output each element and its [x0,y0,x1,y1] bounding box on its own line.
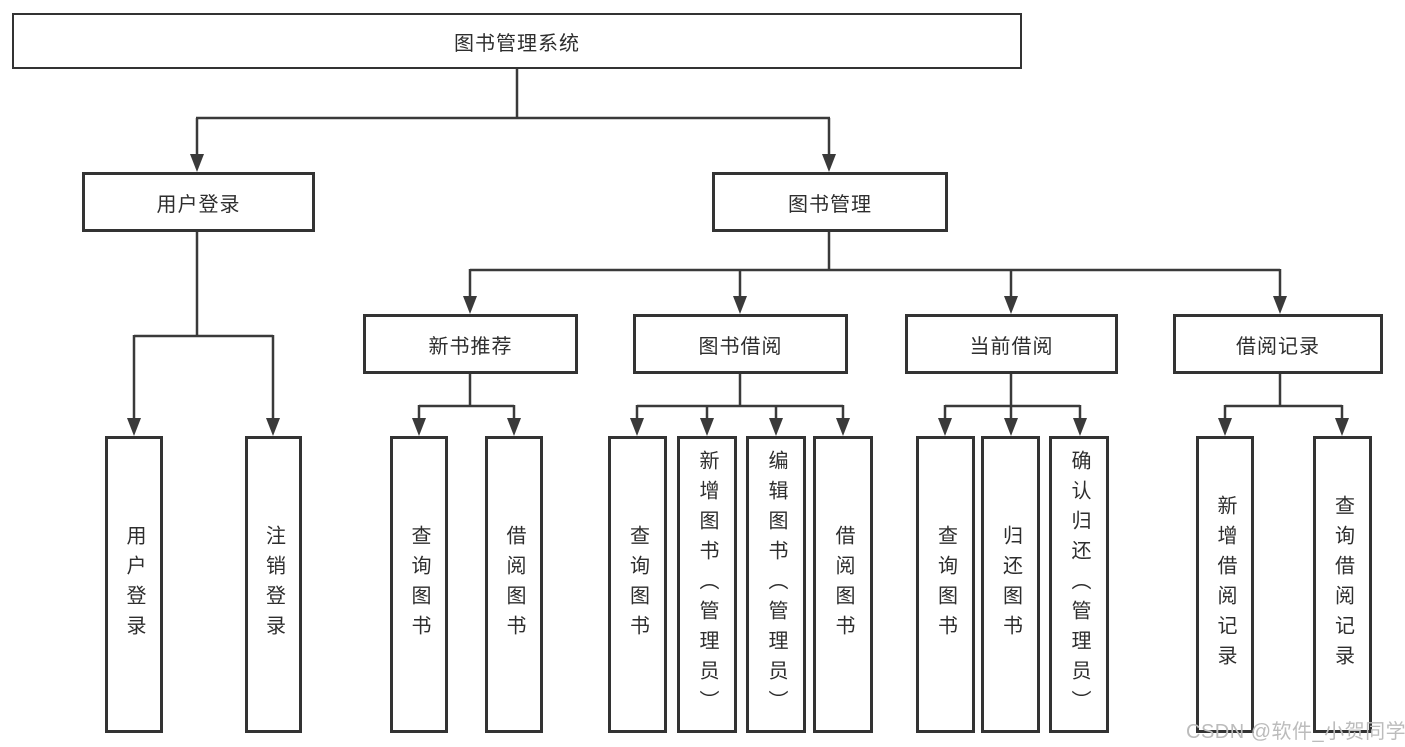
arrowhead-icon [822,154,836,172]
arrowhead-icon [127,418,141,436]
node-new-book-recommend: 新书推荐 [363,314,578,374]
arrowhead-icon [1073,418,1087,436]
leaf-label: 新增图书（管理员） [696,449,718,720]
leaf-user-login: 用户登录 [105,436,163,733]
arrowheads [127,154,1349,436]
arrowhead-icon [1004,418,1018,436]
leaf-query-borrow-record: 查询借阅记录 [1313,436,1372,733]
arrowhead-icon [630,418,644,436]
arrowhead-icon [938,418,952,436]
arrowhead-icon [769,418,783,436]
leaf-query-books-current: 查询图书 [916,436,975,733]
leaf-label: 借阅图书 [503,524,525,645]
leaf-query-books-borrow: 查询图书 [608,436,667,733]
leaf-borrow-books: 借阅图书 [813,436,873,733]
arrowhead-icon [836,418,850,436]
arrowhead-icon [1004,296,1018,314]
arrowhead-icon [266,418,280,436]
leaf-label: 借阅图书 [832,524,854,645]
node-library-management-system: 图书管理系统 [12,13,1022,69]
node-book-management: 图书管理 [712,172,948,232]
arrowhead-icon [733,296,747,314]
arrowhead-icon [463,296,477,314]
watermark: CSDN @软件_小贺同学 [1186,721,1405,743]
node-borrow-records: 借阅记录 [1173,314,1383,374]
arrowhead-icon [507,418,521,436]
connector-lines [132,68,1344,420]
node-current-borrow: 当前借阅 [905,314,1118,374]
arrowhead-icon [190,154,204,172]
leaf-return-book: 归还图书 [981,436,1040,733]
leaf-label: 查询图书 [626,524,649,645]
arrowhead-icon [1273,296,1287,314]
leaf-label: 查询图书 [408,524,430,645]
leaf-label: 归还图书 [999,524,1022,645]
leaf-borrow-books-recommend: 借阅图书 [485,436,543,733]
leaf-logout: 注销登录 [245,436,302,733]
arrowhead-icon [700,418,714,436]
leaf-edit-book-admin: 编辑图书（管理员） [746,436,806,733]
node-user-login: 用户登录 [82,172,315,232]
leaf-confirm-return-admin: 确认归还（管理员） [1049,436,1109,733]
leaf-label: 确认归还（管理员） [1068,449,1090,720]
leaf-label: 查询借阅记录 [1331,494,1354,675]
arrowhead-icon [1218,418,1232,436]
leaf-add-borrow-record: 新增借阅记录 [1196,436,1254,733]
leaf-label: 编辑图书（管理员） [765,449,787,720]
arrowhead-icon [412,418,426,436]
leaf-label: 注销登录 [262,524,285,645]
node-book-borrow: 图书借阅 [633,314,848,374]
leaf-add-book-admin: 新增图书（管理员） [677,436,737,733]
arrowhead-icon [1335,418,1349,436]
leaf-label: 用户登录 [123,524,145,645]
leaf-query-books-recommend: 查询图书 [390,436,448,733]
leaf-label: 新增借阅记录 [1214,494,1236,675]
leaf-label: 查询图书 [934,524,957,645]
